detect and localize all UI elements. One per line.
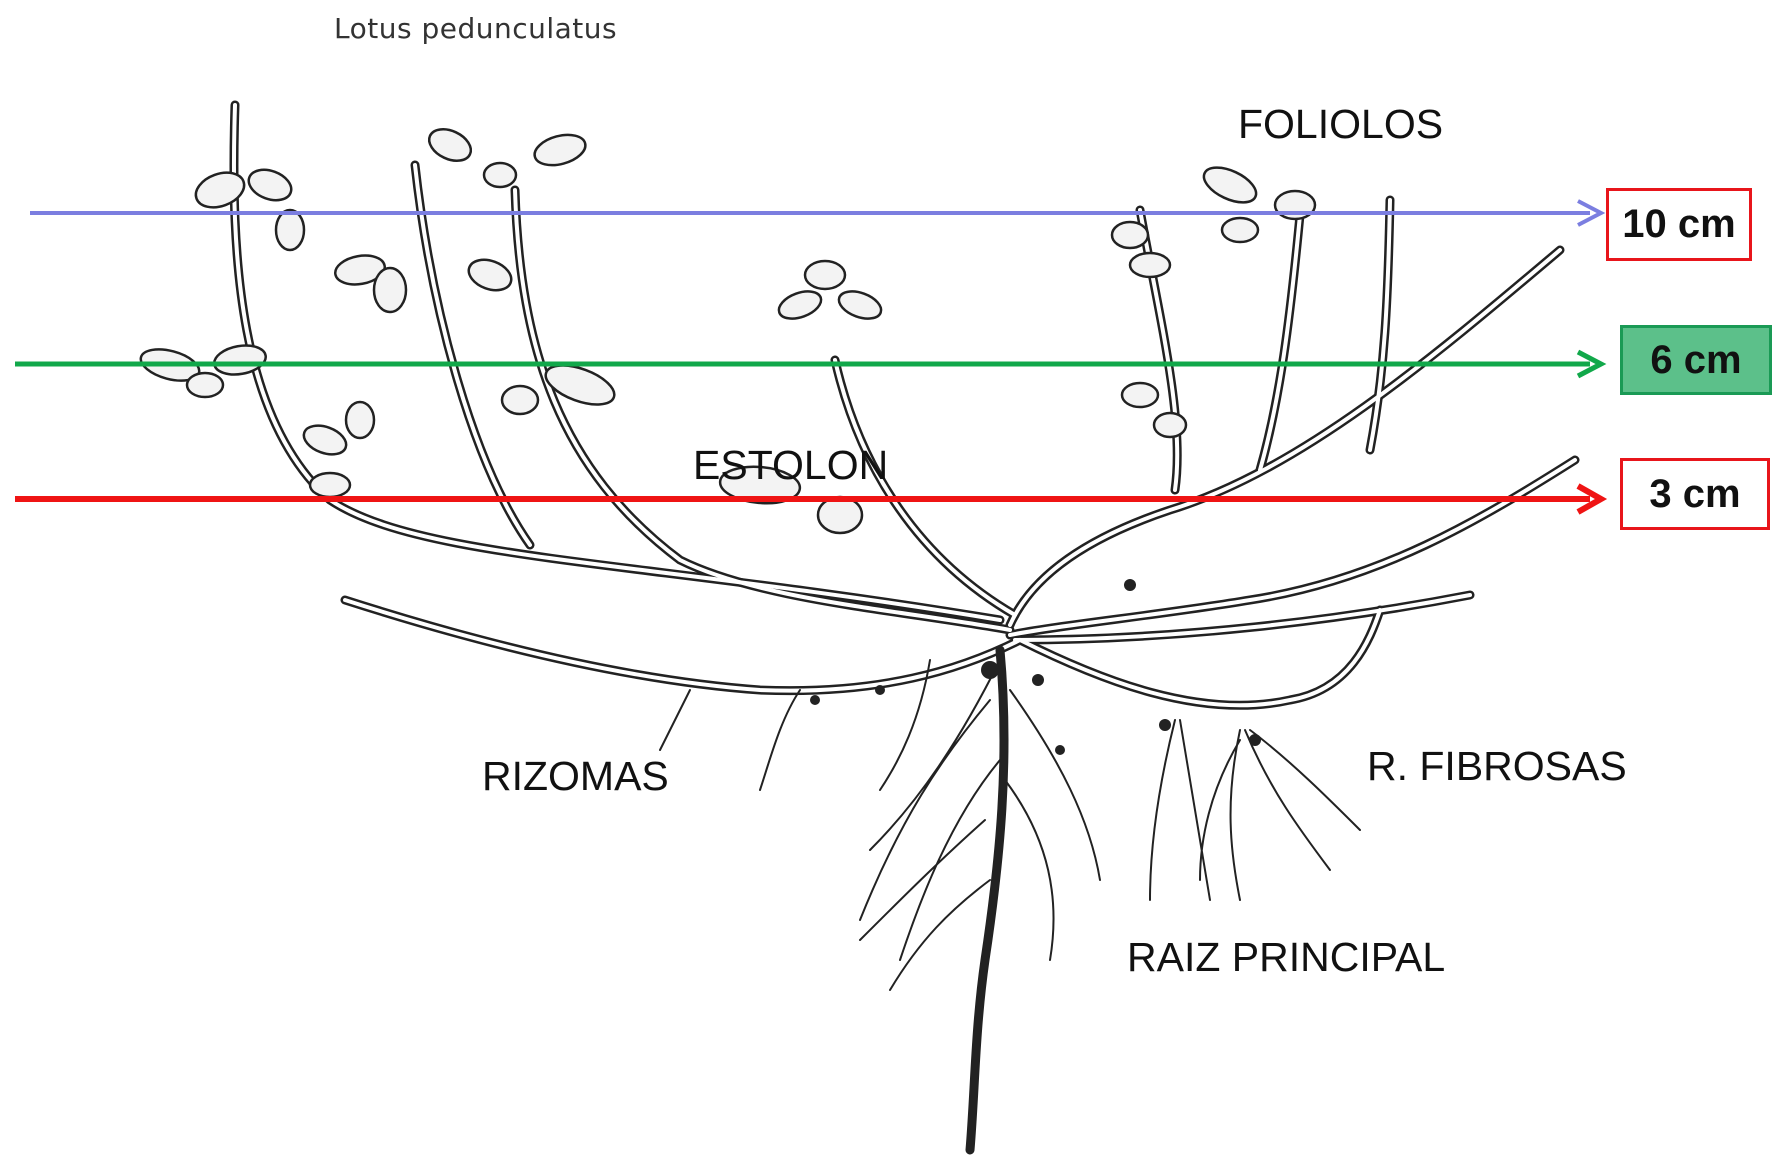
label-estolon: ESTOLON bbox=[693, 442, 888, 489]
height-box-6cm: 6 cm bbox=[1620, 325, 1772, 395]
label-rizomas: RIZOMAS bbox=[482, 753, 669, 800]
label-raiz-principal: RAIZ PRINCIPAL bbox=[1127, 934, 1445, 981]
arrow-6cm bbox=[15, 352, 1601, 376]
arrow-3cm bbox=[15, 486, 1601, 512]
height-box-3cm: 3 cm bbox=[1620, 458, 1770, 530]
label-r-fibrosas: R. FIBROSAS bbox=[1367, 743, 1627, 790]
label-foliolos: FOLIOLOS bbox=[1238, 101, 1443, 148]
arrow-10cm bbox=[30, 201, 1601, 225]
height-box-10cm: 10 cm bbox=[1606, 188, 1752, 261]
